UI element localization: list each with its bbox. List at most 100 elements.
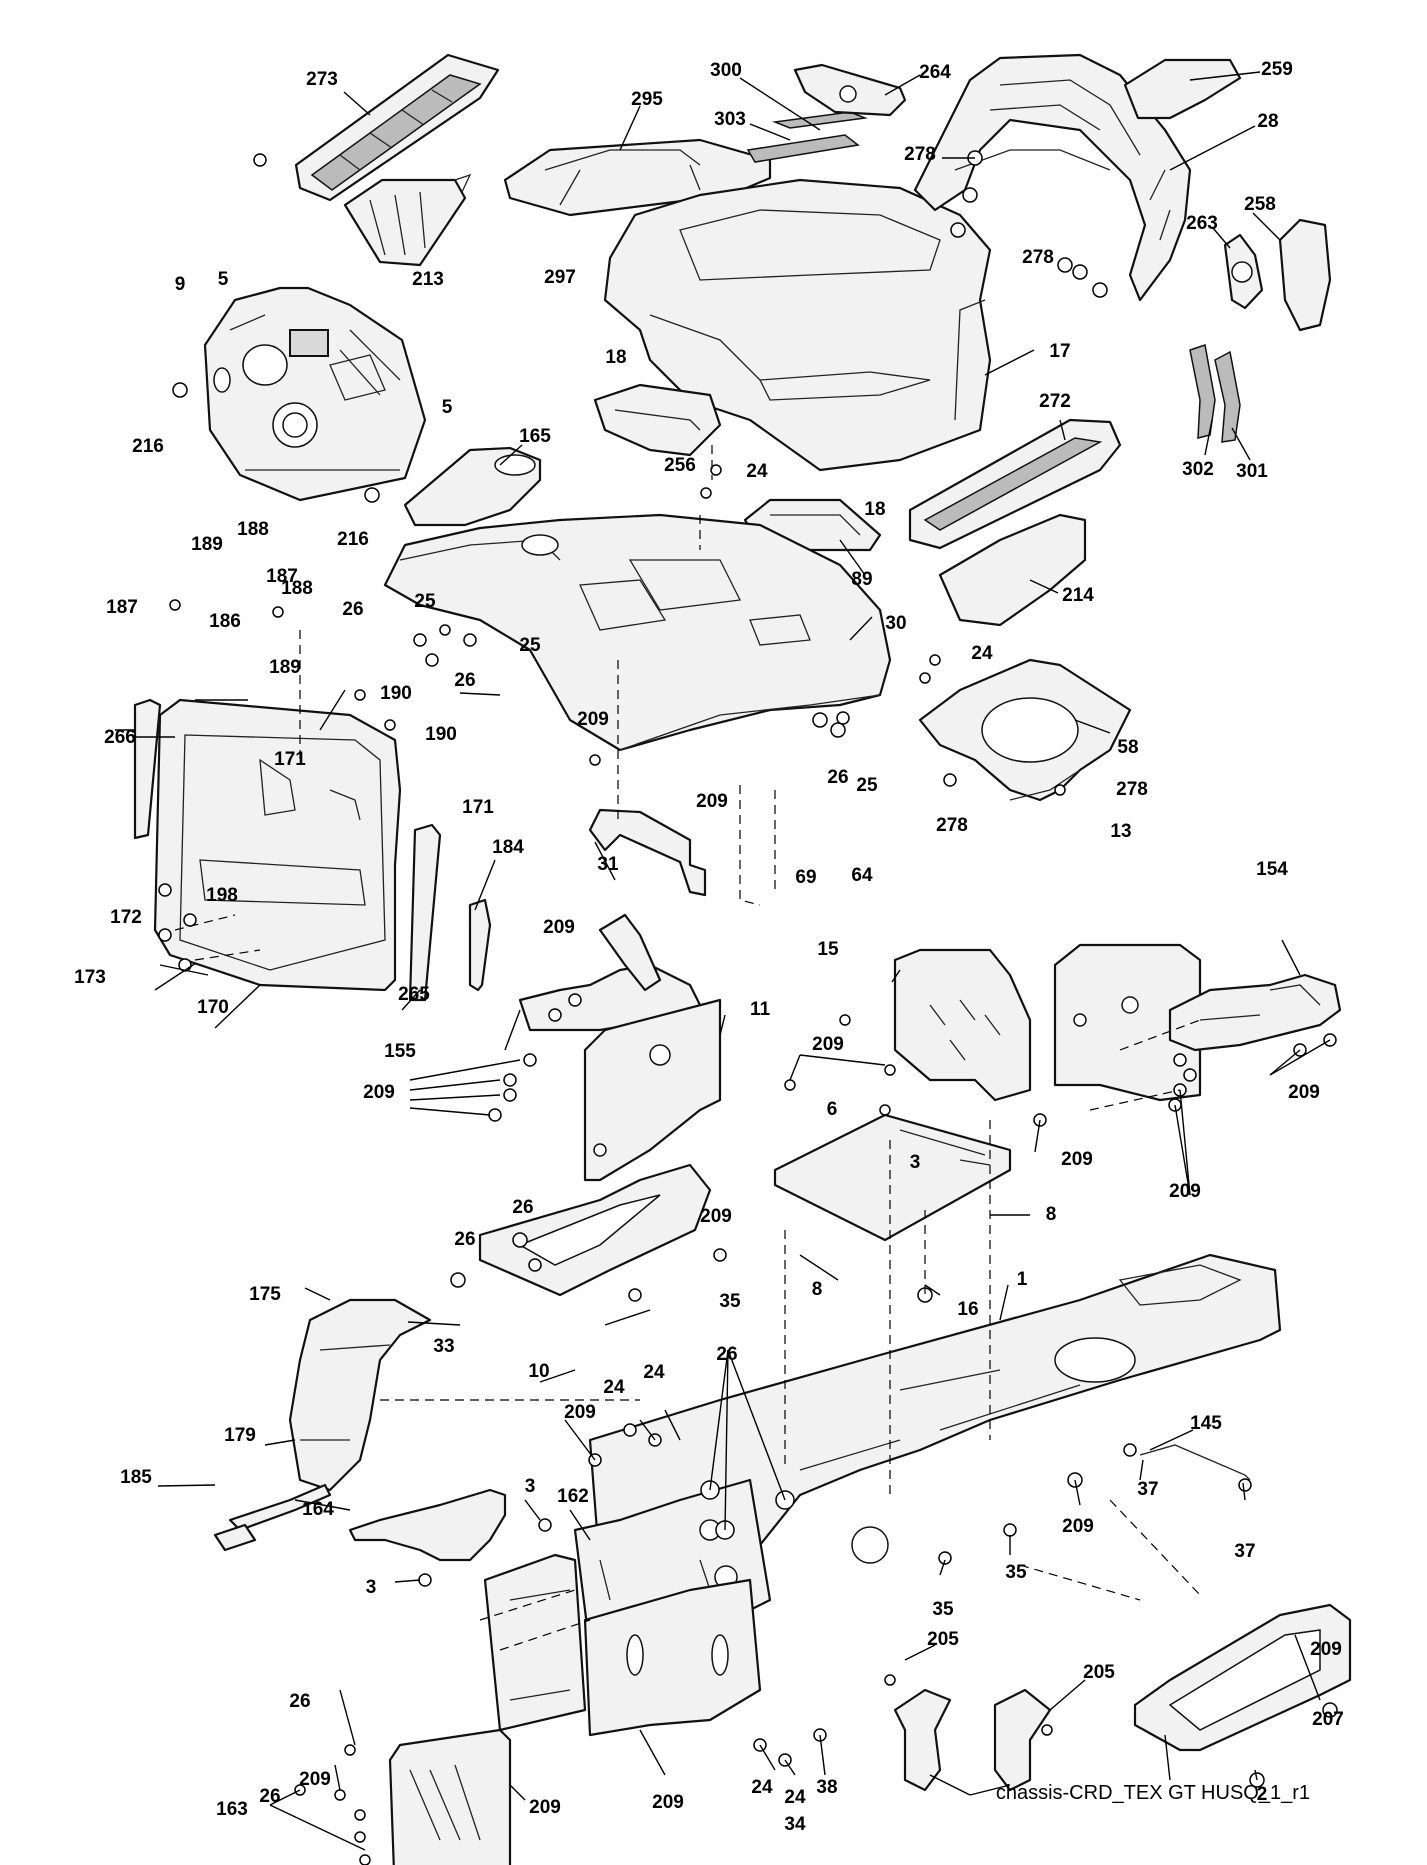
- callout: 165: [519, 426, 551, 447]
- callout: 35: [1005, 1562, 1027, 1583]
- lever-179-185: [213, 1483, 332, 1552]
- bumper-34: [1133, 1603, 1352, 1752]
- callout: 209: [652, 1792, 684, 1813]
- bracket-213: [343, 173, 472, 267]
- callout: 26: [716, 1344, 737, 1365]
- callout: 209: [577, 709, 609, 730]
- callout: 189: [191, 534, 223, 555]
- shield-175: [288, 1298, 432, 1492]
- callout: 186: [209, 611, 241, 632]
- callout: 278: [904, 144, 936, 165]
- callout: 162: [557, 1486, 589, 1507]
- callout: 3: [525, 1476, 536, 1497]
- callout: 278: [936, 815, 968, 836]
- diagram-caption: chassis-CRD_TEX GT HUSQ_1_r1: [995, 1782, 1310, 1804]
- callout: 205: [927, 1629, 959, 1650]
- callout: 216: [132, 436, 164, 457]
- callout: 26: [289, 1691, 310, 1712]
- fasteners: [158, 150, 1338, 1865]
- callout: 5: [218, 269, 229, 290]
- callout: 2: [1257, 1784, 1268, 1805]
- callout: 185: [120, 1467, 152, 1488]
- callout: 15: [817, 939, 839, 960]
- footrest-33: [478, 1163, 712, 1297]
- callout: 16: [957, 1299, 978, 1320]
- rod-145: [1139, 1444, 1251, 1481]
- callout: 301: [1236, 461, 1268, 482]
- callout: 209: [529, 1797, 561, 1818]
- callout: 8: [812, 1279, 823, 1300]
- callout: 33: [433, 1336, 454, 1357]
- callout: 213: [412, 269, 444, 290]
- callout: 188: [237, 519, 269, 540]
- light-258: [1278, 218, 1332, 332]
- cover-256: [593, 383, 722, 457]
- callout: 190: [380, 683, 412, 704]
- callout: 188: [281, 578, 313, 599]
- callout: 278: [1116, 779, 1148, 800]
- callout: 38: [816, 1777, 837, 1798]
- plate-6: [773, 1113, 1012, 1242]
- callout: 35: [932, 1599, 954, 1620]
- strips-302-301: [1189, 344, 1241, 443]
- callout: 25: [519, 635, 541, 656]
- callout: 265: [398, 984, 430, 1005]
- callout: 278: [1022, 247, 1054, 268]
- callout: 24: [971, 643, 993, 664]
- callout: 3: [366, 1577, 377, 1598]
- callout: 209: [1288, 1082, 1320, 1103]
- callout: 163: [216, 1799, 248, 1820]
- callout: 214: [1062, 585, 1094, 606]
- callout: 31: [597, 854, 619, 875]
- latch-184: [468, 898, 492, 992]
- callout: 205: [1083, 1662, 1115, 1683]
- callout: 26: [454, 670, 475, 691]
- callout: 30: [885, 613, 906, 634]
- callout: 259: [1261, 59, 1293, 80]
- callout: 17: [1049, 341, 1070, 362]
- bracket-31: [588, 808, 707, 897]
- callout: 171: [274, 749, 306, 770]
- callout: 302: [1182, 459, 1214, 480]
- frame-1: [588, 1253, 1282, 1582]
- bracket-38: [893, 1688, 1052, 1792]
- callout: 9: [175, 274, 186, 295]
- callout: 300: [710, 60, 742, 81]
- callout: 172: [110, 907, 142, 928]
- callout: 5: [442, 397, 453, 418]
- callout: 189: [269, 657, 301, 678]
- callout: 187: [106, 597, 138, 618]
- callout: 272: [1039, 391, 1071, 412]
- callout: 170: [197, 997, 229, 1018]
- callout: 179: [224, 1425, 256, 1446]
- callout: 18: [605, 347, 626, 368]
- callout: 26: [827, 767, 848, 788]
- callout: 295: [631, 89, 663, 110]
- callout: 155: [384, 1041, 416, 1062]
- callout: 34: [784, 1814, 806, 1835]
- callout: 209: [363, 1082, 395, 1103]
- callout-labels: 273 300 264 259 295 303 278 28 213 5 297…: [74, 59, 1344, 1835]
- callout: 209: [1062, 1516, 1094, 1537]
- callout: 209: [812, 1034, 844, 1055]
- callout: 37: [1137, 1479, 1158, 1500]
- bracket-164: [348, 1488, 507, 1562]
- callout: 10: [528, 1361, 549, 1382]
- callout: 207: [1312, 1709, 1344, 1730]
- light-housing-263: [1223, 233, 1264, 310]
- callout: 171: [462, 797, 494, 818]
- callout: 64: [851, 865, 873, 886]
- callout: 6: [827, 1099, 838, 1120]
- front-panel-170: [153, 698, 402, 992]
- callout: 297: [544, 267, 576, 288]
- callout: 24: [746, 461, 768, 482]
- callout: 28: [1257, 111, 1278, 132]
- callout: 190: [425, 724, 457, 745]
- plate-13: [1053, 943, 1202, 1102]
- callout: 266: [104, 727, 136, 748]
- callout: 173: [74, 967, 106, 988]
- cup-holder-165: [403, 446, 542, 527]
- mesh-300-303: [746, 111, 868, 163]
- rear-plate-162-left: [483, 1553, 587, 1732]
- bracket-64: [893, 948, 1032, 1102]
